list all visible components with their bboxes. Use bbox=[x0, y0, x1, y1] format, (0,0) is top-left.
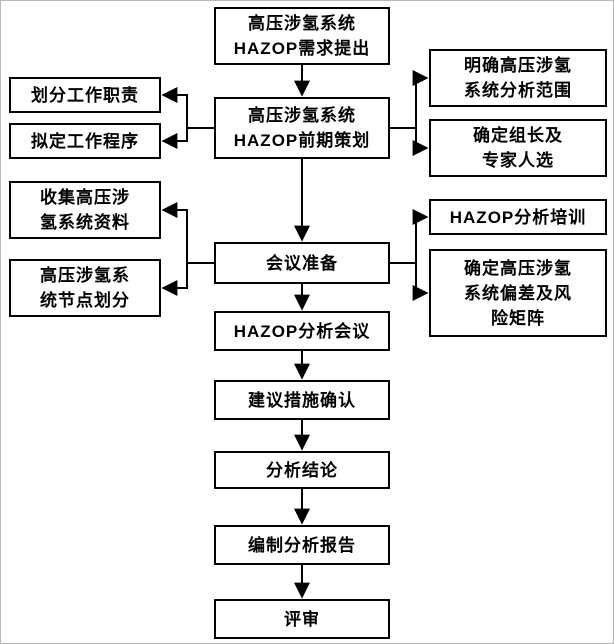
node-hazop-demand: 高压涉氢系统 HAZOP需求提出 bbox=[214, 7, 390, 65]
node-meeting-prep: 会议准备 bbox=[214, 242, 390, 284]
node-analysis-scope: 明确高压涉氢 系统分析范围 bbox=[429, 49, 607, 107]
node-measures-confirm: 建议措施确认 bbox=[214, 380, 390, 420]
node-node-division: 高压涉氢系 统节点划分 bbox=[9, 259, 161, 317]
node-report: 编制分析报告 bbox=[214, 525, 390, 565]
node-duty-division: 划分工作职责 bbox=[9, 77, 161, 113]
node-hazop-training: HAZOP分析培训 bbox=[429, 199, 607, 235]
node-collect-data: 收集高压涉 氢系统资料 bbox=[9, 181, 161, 239]
node-hazop-meeting: HAZOP分析会议 bbox=[214, 311, 390, 351]
node-work-procedure: 拟定工作程序 bbox=[9, 123, 161, 159]
node-conclusion: 分析结论 bbox=[214, 451, 390, 489]
node-leader-experts: 确定组长及 专家人选 bbox=[429, 119, 607, 177]
node-review: 评审 bbox=[214, 599, 390, 639]
node-hazop-planning: 高压涉氢系统 HAZOP前期策划 bbox=[214, 97, 390, 159]
node-deviation-matrix: 确定高压涉氢 系统偏差及风 险矩阵 bbox=[429, 249, 607, 337]
